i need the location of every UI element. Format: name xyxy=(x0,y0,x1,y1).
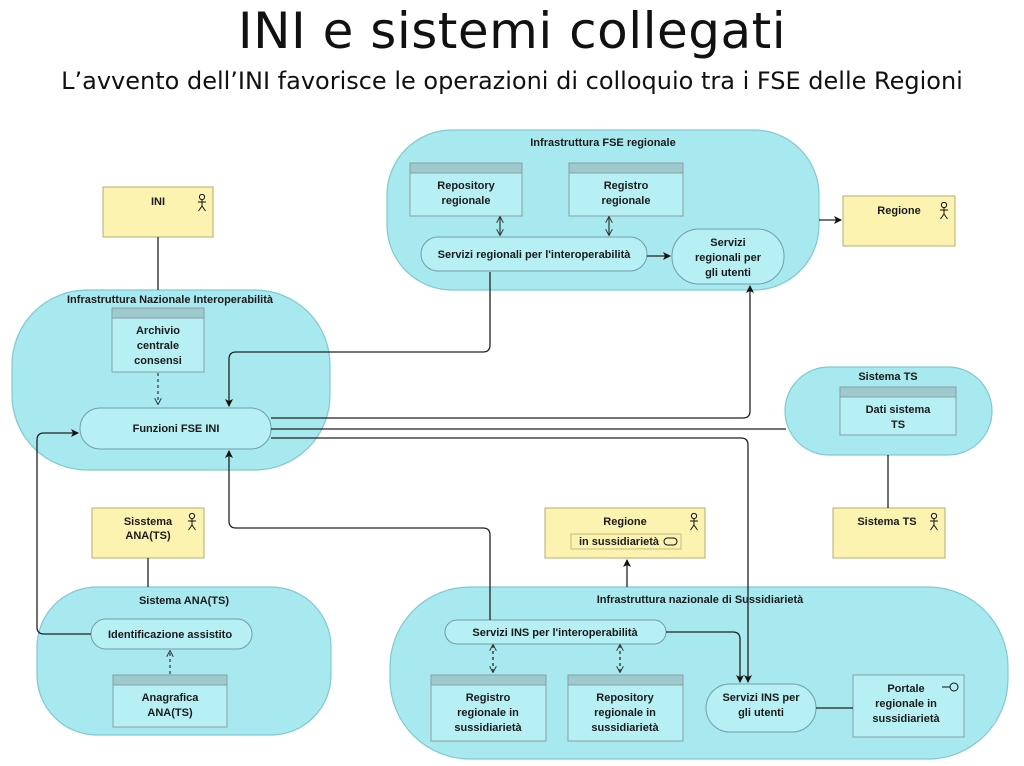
actor-ini: INI xyxy=(102,186,214,238)
service-servizi-ins-utenti: Servizi INS per gli utenti xyxy=(705,683,817,733)
svg-text:ANA(TS): ANA(TS) xyxy=(147,707,193,719)
component-repository-regionale: Repository regionale xyxy=(409,162,523,217)
actor-sistema-ts: Sistema TS xyxy=(832,507,946,559)
svg-text:Servizi INS per: Servizi INS per xyxy=(722,692,800,704)
interface-icon xyxy=(942,682,959,692)
service-identificazione-assistito: Identificazione assistito xyxy=(90,618,253,650)
svg-text:Sisstema: Sisstema xyxy=(124,516,173,528)
svg-text:regionali per: regionali per xyxy=(695,252,762,264)
region-ini-label: Infrastruttura Nazionale Interoperabilit… xyxy=(67,294,274,306)
svg-text:Servizi INS per l'interoperabi: Servizi INS per l'interoperabilità xyxy=(472,627,638,639)
svg-text:centrale: centrale xyxy=(137,340,179,352)
region-fse-regionale-label: Infrastruttura FSE regionale xyxy=(530,137,675,149)
svg-text:in sussidiarietà: in sussidiarietà xyxy=(579,536,660,548)
svg-text:Portale: Portale xyxy=(887,683,924,695)
svg-text:regionale in: regionale in xyxy=(875,698,937,710)
component-repository-sussidiarieta: Repository regionale in sussidiarietà xyxy=(567,674,684,742)
component-registro-regionale: Registro regionale xyxy=(568,162,684,217)
svg-text:Registro: Registro xyxy=(466,692,511,704)
region-sussidiarieta-label: Infrastruttura nazionale di Sussidiariet… xyxy=(597,594,804,606)
component-registro-sussidiarieta: Registro regionale in sussidiarietà xyxy=(430,674,547,742)
svg-text:consensi: consensi xyxy=(134,355,182,367)
actor-sistema-ana: Sisstema ANA(TS) xyxy=(91,507,205,559)
svg-text:gli utenti: gli utenti xyxy=(738,707,784,719)
svg-text:INI: INI xyxy=(151,196,165,208)
svg-text:regionale: regionale xyxy=(442,195,491,207)
svg-text:Servizi regionali per l'intero: Servizi regionali per l'interoperabilità xyxy=(438,249,632,261)
svg-text:gli utenti: gli utenti xyxy=(705,267,751,279)
svg-text:Archivio: Archivio xyxy=(136,325,180,337)
svg-text:ANA(TS): ANA(TS) xyxy=(125,530,171,542)
svg-text:sussidiarietà: sussidiarietà xyxy=(872,713,940,725)
svg-text:Servizi: Servizi xyxy=(710,237,745,249)
svg-text:TS: TS xyxy=(891,419,905,431)
svg-text:Registro: Registro xyxy=(604,180,649,192)
service-funzioni-fse-ini: Funzioni FSE INI xyxy=(79,407,272,450)
region-ana-ts-label: Sistema ANA(TS) xyxy=(139,595,229,607)
svg-text:Sistema TS: Sistema TS xyxy=(857,516,916,528)
svg-text:Dati sistema: Dati sistema xyxy=(866,404,932,416)
svg-text:Anagrafica: Anagrafica xyxy=(142,692,200,704)
service-servizi-regionali-interop: Servizi regionali per l'interoperabilità xyxy=(420,236,648,272)
slide-subtitle: L’avvento dell’INI favorisce le operazio… xyxy=(61,67,963,95)
svg-text:sussidiarietà: sussidiarietà xyxy=(591,722,659,734)
svg-text:regionale in: regionale in xyxy=(594,707,656,719)
svg-text:sussidiarietà: sussidiarietà xyxy=(454,722,522,734)
region-sistema-ts-label: Sistema TS xyxy=(858,371,917,383)
svg-text:Regione: Regione xyxy=(877,205,920,217)
slide-title: INI e sistemi collegati xyxy=(237,2,787,60)
component-portale-regionale: Portale regionale in sussidiarietà xyxy=(852,674,965,738)
svg-text:regionale in: regionale in xyxy=(457,707,519,719)
connectors xyxy=(36,216,889,709)
service-servizi-regionali-utenti: Servizi regionali per gli utenti xyxy=(671,228,785,285)
svg-text:regionale: regionale xyxy=(602,195,651,207)
svg-text:Regione: Regione xyxy=(603,516,646,528)
component-anagrafica-ana: Anagrafica ANA(TS) xyxy=(112,674,228,728)
component-archivio-consensi: Archivio centrale consensi xyxy=(111,307,205,373)
service-servizi-ins-interop: Servizi INS per l'interoperabilità xyxy=(444,619,667,645)
svg-text:Funzioni FSE INI: Funzioni FSE INI xyxy=(133,423,220,435)
svg-text:Repository: Repository xyxy=(437,180,495,192)
role-icon xyxy=(663,537,678,546)
component-dati-sistema-ts: Dati sistema TS xyxy=(839,386,957,436)
actor-regione-sussidiarieta: Regione in sussidiarietà xyxy=(544,507,706,559)
svg-text:Identificazione assistito: Identificazione assistito xyxy=(108,629,232,641)
svg-text:Repository: Repository xyxy=(596,692,654,704)
actor-regione: Regione xyxy=(842,195,956,247)
